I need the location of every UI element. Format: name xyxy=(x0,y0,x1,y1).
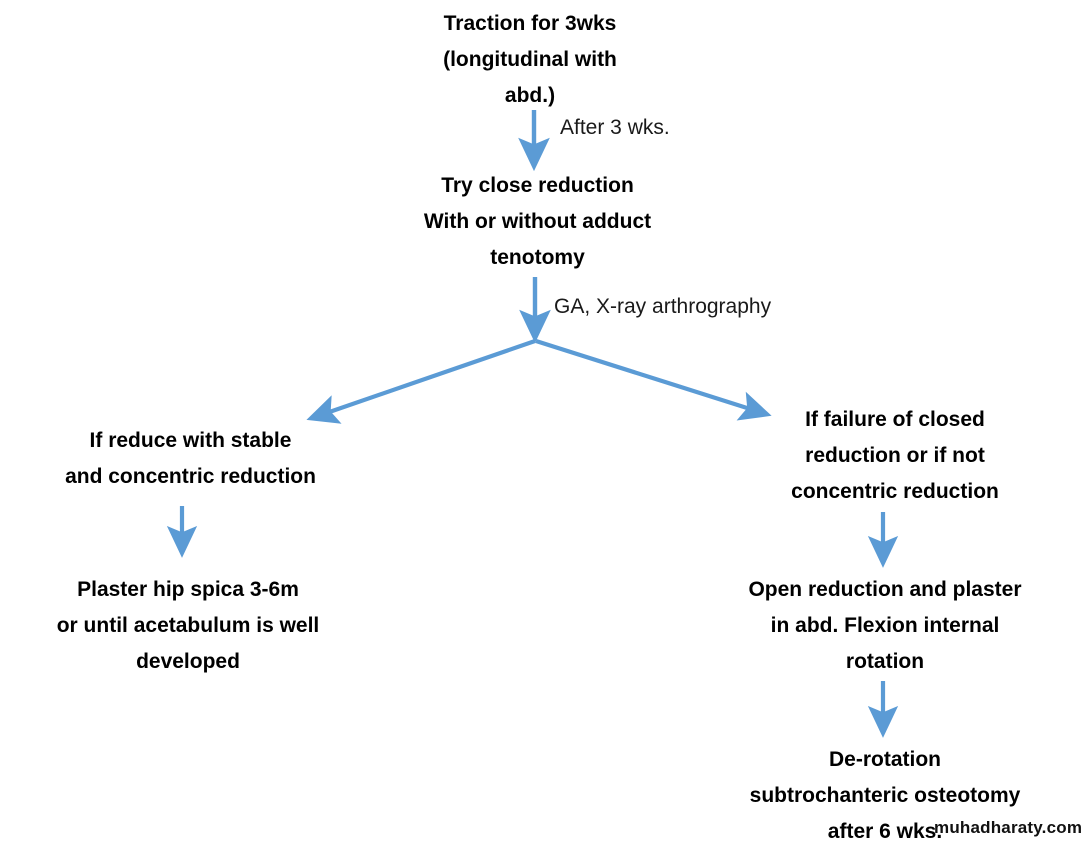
node-if-reduce-stable-concentric: If reduce with stable and concentric red… xyxy=(65,429,316,488)
node-plaster-hip-spica: Plaster hip spica 3-6m or until acetabul… xyxy=(56,578,320,673)
edge-label-after-3-wks: After 3 wks. xyxy=(560,116,670,139)
node-if-failure-closed-reduction: If failure of closed reduction or if not… xyxy=(791,408,999,503)
node-de-rotation-subtrochanteric-osteotomy: De-rotation subtrochanteric osteotomy af… xyxy=(749,748,1021,842)
node-traction: Traction for 3wks (longitudinal with abd… xyxy=(443,12,617,107)
arrow-split-to-if-reduce xyxy=(306,339,536,424)
node-try-close-reduction: Try close reduction With or without addu… xyxy=(423,174,652,269)
edge-label-ga-xray-arthrography: GA, X-ray arthrography xyxy=(554,295,772,318)
node-open-reduction-and-plaster: Open reduction and plaster in abd. Flexi… xyxy=(748,578,1022,673)
watermark: muhadharaty.com xyxy=(934,818,1083,837)
